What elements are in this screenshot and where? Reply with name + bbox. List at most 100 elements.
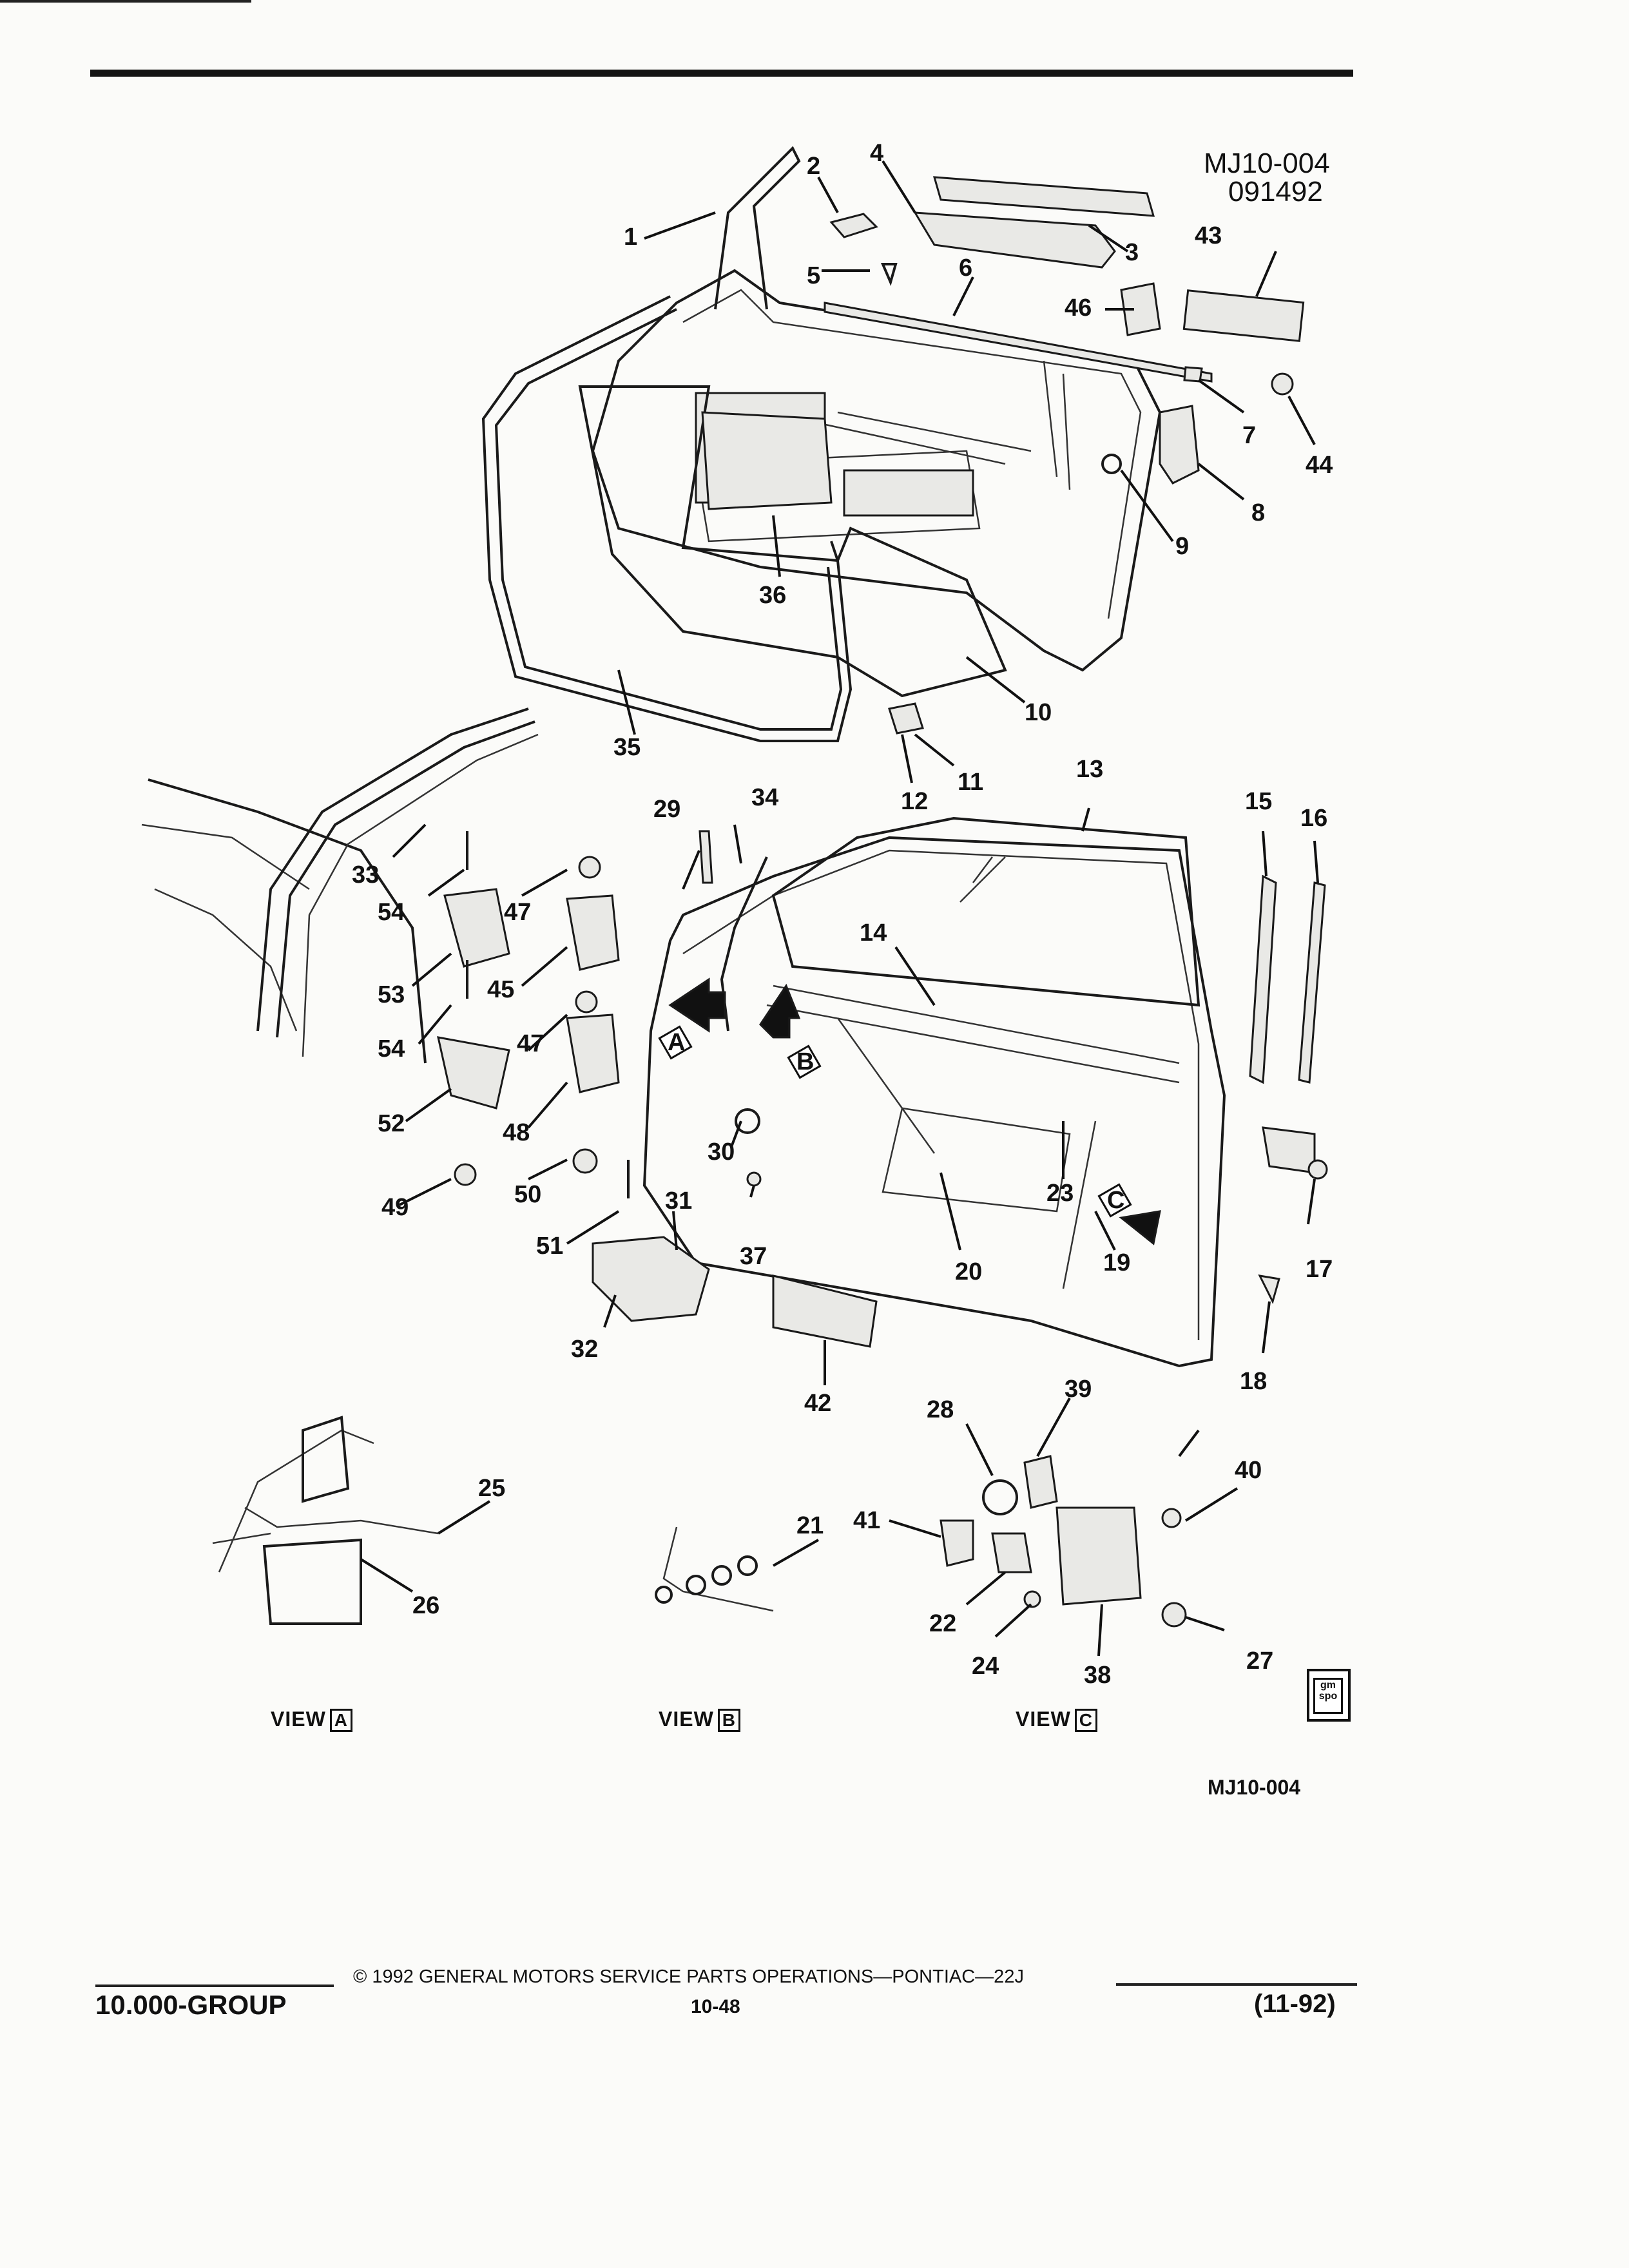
callout-49: 49 [381,1194,409,1221]
callout-40: 40 [1235,1457,1262,1484]
page-number: 10-48 [691,1996,740,2017]
part-6-molding [824,302,1213,383]
callout-47-top: 47 [504,899,531,926]
part-15-channel [1249,874,1277,1084]
callout-36: 36 [759,582,786,609]
gm-spo-logo: gm spo [1307,1669,1351,1722]
copyright-line: © 1992 GENERAL MOTORS SERVICE PARTS OPER… [353,1966,1024,1987]
arrow-c-box [1097,1183,1132,1218]
bottom-drawing-code: MJ10-004 [1208,1776,1301,1799]
callout-32: 32 [571,1336,598,1363]
part-4-strip [913,211,1116,269]
part-11-clip [888,702,924,735]
view-b-art [655,1526,774,1612]
hinge-pillar [141,707,539,1064]
callout-37: 37 [740,1243,767,1270]
callout-46: 46 [1065,294,1092,322]
leader-lines [360,160,1319,1657]
callout-35: 35 [613,734,641,761]
arrow-a-letter: A [668,1029,685,1056]
part-3-strip [932,176,1155,217]
revision-date: (11-92) [1254,1990,1336,2018]
drawing-id: MJ10-004 [1204,148,1330,179]
callout-52: 52 [378,1110,405,1137]
group-rule [95,1984,334,1987]
callout-18: 18 [1240,1368,1267,1395]
part-42-handle [772,1274,878,1348]
drawing-date: 091492 [1228,176,1323,207]
callout-25: 25 [478,1475,505,1502]
callout-11: 11 [958,769,983,796]
arrow-b-box [787,1044,822,1079]
gm-spo-logo-text: gm spo [1313,1678,1343,1714]
callout-1: 1 [624,224,637,251]
part-46-bracket [1120,282,1161,336]
part-50-bumper [572,1148,598,1174]
callout-47-bottom: 47 [517,1030,544,1057]
view-b-letter: B [717,1709,741,1732]
callout-42: 42 [804,1390,831,1417]
callout-9: 9 [1175,533,1189,560]
arrow-c-letter: C [1107,1187,1124,1214]
part-44-bumper [1271,372,1294,396]
callout-34: 34 [751,784,778,811]
part-30-pivot [735,1108,760,1134]
callout-16: 16 [1300,805,1327,832]
part-35-weatherstrip [481,295,853,742]
part-49-bumper [454,1163,477,1186]
callout-41: 41 [853,1507,880,1534]
callout-19: 19 [1103,1249,1130,1276]
callout-6: 6 [959,255,972,282]
top-rule [90,70,1353,77]
callout-20: 20 [955,1258,982,1285]
part-29-run [699,830,713,884]
part-13-glass [771,816,1200,1007]
callout-33: 33 [352,861,379,889]
arrow-a-box [658,1025,693,1060]
part-52-hinge [437,1036,510,1110]
callout-31: 31 [665,1187,692,1215]
callout-3: 3 [1125,239,1139,266]
callout-50: 50 [514,1181,541,1208]
part-2-clip [829,213,878,238]
callout-13: 13 [1076,756,1103,783]
group-label: 10.000-GROUP [95,1990,287,2020]
callout-45: 45 [487,976,514,1003]
callout-28: 28 [927,1396,954,1423]
part-47-bushing-top [578,856,601,879]
callout-51: 51 [536,1233,563,1260]
part-32-handle [592,1236,710,1322]
callout-24: 24 [972,1653,999,1680]
view-a-letter: A [329,1709,353,1732]
callout-numbers: 1 2 3 4 5 6 7 8 9 10 11 12 13 14 15 16 1… [352,140,1333,1689]
callout-54-top: 54 [378,899,405,926]
part-18-screw [1258,1274,1280,1305]
callout-12: 12 [901,788,928,815]
view-c-letter: C [1074,1709,1098,1732]
callout-14: 14 [860,919,887,947]
callout-10: 10 [1025,699,1052,726]
part-43-bracket [1182,289,1305,342]
callout-29: 29 [653,796,680,823]
callout-27: 27 [1246,1648,1273,1675]
part-47-bushing-bottom [575,990,598,1014]
part-1-frame [714,146,801,310]
callout-43: 43 [1195,222,1222,249]
arrow-b [759,983,801,1039]
part-36-plate [701,411,833,510]
callout-30: 30 [708,1139,735,1166]
callout-21: 21 [796,1512,824,1539]
part-5-screw [880,263,898,286]
part-8-bracket [1159,405,1200,485]
callout-39: 39 [1065,1376,1092,1403]
callout-44: 44 [1306,452,1333,479]
callout-2: 2 [807,153,820,180]
callout-22: 22 [929,1610,956,1637]
door-inner-panel [591,269,1162,672]
part-35-weatherstrip-inner [494,308,843,731]
corner-rule [0,0,251,3]
